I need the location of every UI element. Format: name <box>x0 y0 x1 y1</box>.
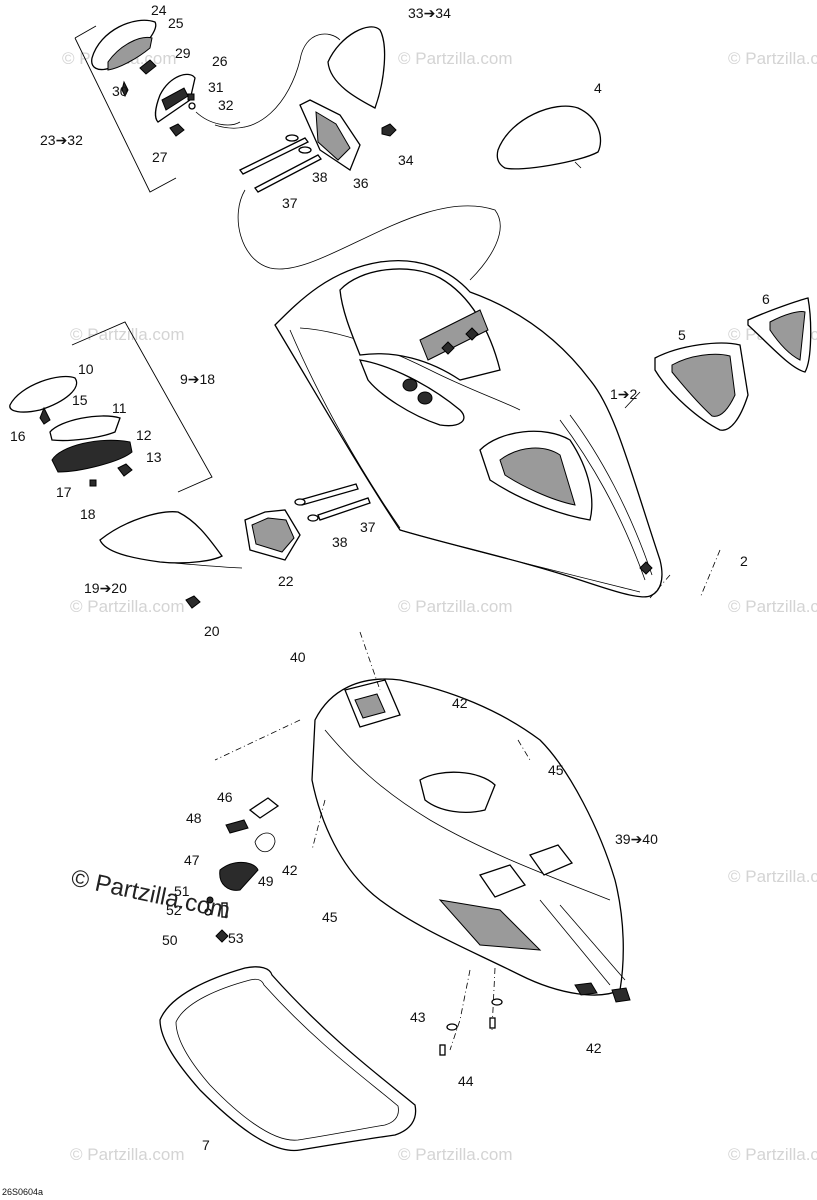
watermark: © Partzilla.com <box>728 1145 817 1164</box>
callout-15: 15 <box>72 392 88 408</box>
callout-13: 13 <box>146 449 162 465</box>
callout-4: 4 <box>594 80 602 96</box>
callout-32: 32 <box>218 97 234 113</box>
callout-26: 26 <box>212 53 228 69</box>
mirror-assembly-top <box>74 19 501 281</box>
leader-lines <box>214 391 721 761</box>
callout-labels: 24 25 29 30 26 31 32 23➔32 27 33➔34 34 3… <box>10 2 770 1153</box>
callout-22: 22 <box>278 573 294 589</box>
callout-49: 49 <box>258 873 274 889</box>
callout-50: 50 <box>162 932 178 948</box>
callout-33-34: 33➔34 <box>408 5 451 21</box>
watermark-large: © Partzilla.com <box>69 864 233 924</box>
callout-7: 7 <box>202 1137 210 1153</box>
callout-51: 51 <box>174 883 190 899</box>
callout-30: 30 <box>112 83 128 99</box>
callout-46: 46 <box>217 789 233 805</box>
callout-39-40: 39➔40 <box>615 831 658 847</box>
callout-31: 31 <box>208 79 224 95</box>
callout-37: 37 <box>282 195 298 211</box>
callout-38: 38 <box>312 169 328 185</box>
vent-panels <box>654 297 812 431</box>
callout-43: 43 <box>410 1009 426 1025</box>
watermark: © Partzilla.com <box>70 1145 185 1164</box>
part-cover-4 <box>496 105 602 170</box>
callout-34: 34 <box>398 152 414 168</box>
callout-42c: 42 <box>586 1040 602 1056</box>
callout-10: 10 <box>78 361 94 377</box>
callout-5: 5 <box>678 327 686 343</box>
watermark: © Partzilla.com <box>728 49 817 68</box>
callout-38b: 38 <box>332 534 348 550</box>
callout-16: 16 <box>10 428 26 444</box>
callout-20: 20 <box>204 623 220 639</box>
callout-37b: 37 <box>360 519 376 535</box>
callout-2: 2 <box>740 553 748 569</box>
callout-19-20: 19➔20 <box>84 580 127 596</box>
callout-24: 24 <box>151 2 167 18</box>
callout-27: 27 <box>152 149 168 165</box>
watermark: © Partzilla.com <box>70 597 185 616</box>
callout-18: 18 <box>80 506 96 522</box>
callout-36: 36 <box>353 175 369 191</box>
callout-29: 29 <box>175 45 191 61</box>
callout-45a: 45 <box>548 762 564 778</box>
callout-17: 17 <box>56 484 72 500</box>
watermark-layer: © Partzilla.com © Partzilla.com © Partzi… <box>62 49 817 1164</box>
watermark: © Partzilla.com <box>728 597 817 616</box>
callout-52: 52 <box>166 902 182 918</box>
callout-11: 11 <box>112 400 127 416</box>
callout-23-32: 23➔32 <box>40 132 83 148</box>
watermark: © Partzilla.com <box>398 597 513 616</box>
mirror-assembly-left <box>9 321 371 609</box>
callout-53: 53 <box>228 930 244 946</box>
watermark: © Partzilla.com <box>398 1145 513 1164</box>
drawing-reference: 26S0604a <box>2 1187 43 1197</box>
callout-44: 44 <box>458 1073 474 1089</box>
watermark: © Partzilla.com <box>398 49 513 68</box>
callout-12: 12 <box>136 427 152 443</box>
callout-45b: 45 <box>322 909 338 925</box>
callout-6: 6 <box>762 291 770 307</box>
callout-42b: 42 <box>282 862 298 878</box>
callout-42a: 42 <box>452 695 468 711</box>
storage-bin-lower <box>311 678 631 1003</box>
callout-9-18: 9➔18 <box>180 371 215 387</box>
callout-40: 40 <box>290 649 306 665</box>
hardware-fasteners <box>311 631 531 1056</box>
latch-parts <box>204 797 280 943</box>
watermark: © Partzilla.com <box>728 867 817 886</box>
callout-48: 48 <box>186 810 202 826</box>
watermark: © Partzilla.com <box>70 325 185 344</box>
hull-deck-main <box>274 259 663 598</box>
callout-47: 47 <box>184 852 200 868</box>
seal-gasket-7 <box>159 966 417 1152</box>
callout-25: 25 <box>168 15 184 31</box>
callout-1-2: 1➔2 <box>610 386 638 402</box>
